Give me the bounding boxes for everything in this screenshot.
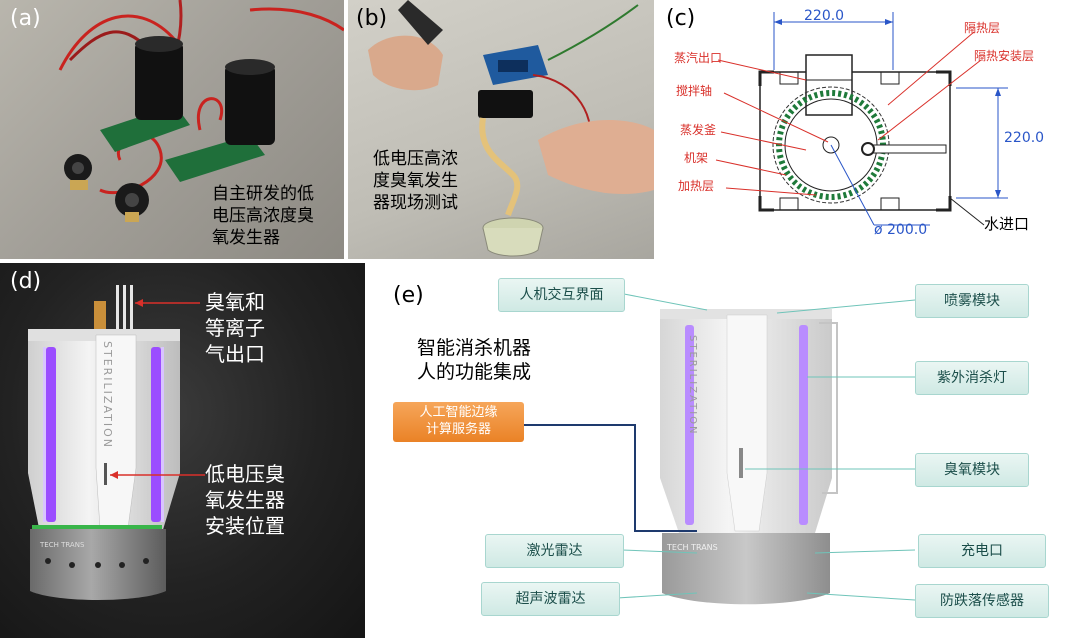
- label-insulation-mount-layer: 隔热安装层: [974, 49, 1035, 63]
- box-hmi: 人机交互界面: [498, 278, 625, 312]
- robot-function-diagram: [524, 293, 916, 605]
- device-brand-text: TECH TRANS: [667, 543, 718, 552]
- label-evaporator: 蒸发釜: [680, 123, 717, 137]
- ozone-generator-illustration: [58, 0, 344, 222]
- panel-d-render: STERILIZATION TECH TRANS (d) 臭氧和 等离子 气出口…: [0, 263, 365, 638]
- panel-a-caption-line: 电压高浓度臭: [212, 206, 314, 227]
- dimension-width: 220.0: [804, 8, 845, 24]
- device-brand-text: TECH TRANS: [40, 541, 85, 549]
- label-heating-layer: 加热层: [678, 179, 715, 193]
- panel-a-caption: 自主研发的低 电压高浓度臭 氧发生器: [212, 183, 314, 249]
- evaporator-technical-drawing: [715, 12, 1008, 226]
- box-spray-module: 喷雾模块: [915, 284, 1029, 318]
- robot-render-illustration: [28, 285, 205, 600]
- ai-edge-server-box: 人工智能边缘 计算服务器: [393, 402, 524, 442]
- panel-d-label: (d): [10, 269, 42, 294]
- box-ozone-module: 臭氧模块: [915, 453, 1029, 487]
- generator-caption-line: 低电压臭: [205, 462, 285, 486]
- outlet-caption: 臭氧和 等离子 气出口: [205, 289, 265, 367]
- box-charging-port: 充电口: [918, 534, 1046, 568]
- generator-caption-line: 氧发生器: [205, 488, 285, 512]
- label-frame: 机架: [684, 151, 709, 165]
- generator-caption: 低电压臭 氧发生器 安装位置: [205, 461, 285, 539]
- panel-b-caption-line: 度臭氧发生: [373, 171, 458, 192]
- label-steam-outlet: 蒸汽出口: [674, 51, 723, 65]
- label-insulation-layer: 隔热层: [964, 21, 1001, 35]
- panel-a-photo: (a) 自主研发的低 电压高浓度臭 氧发生器: [0, 0, 344, 259]
- box-anti-fall-sensor: 防跌落传感器: [915, 584, 1049, 618]
- panel-a-caption-line: 自主研发的低: [212, 184, 314, 204]
- panel-c-label: (c): [666, 6, 696, 31]
- device-vertical-text: STERILIZATION: [101, 341, 114, 449]
- ai-box-line: 计算服务器: [425, 422, 491, 437]
- box-uv-lamp: 紫外消杀灯: [915, 361, 1029, 395]
- panel-b-caption-line: 低电压高浓: [373, 149, 458, 169]
- outlet-caption-line: 臭氧和: [205, 290, 265, 314]
- label-stirring-shaft: 搅拌轴: [676, 84, 713, 98]
- device-vertical-text: STERILIZATION: [687, 335, 698, 436]
- panel-b-label: (b): [356, 6, 388, 31]
- generator-caption-line: 安装位置: [205, 514, 285, 538]
- panel-e-title-line: 智能消杀机器: [417, 337, 532, 359]
- panel-c-drawing: (c) 220.0 220.0 ø 200.0 蒸汽出口 搅拌轴 蒸发釜 机架 …: [656, 0, 1069, 259]
- box-ultrasonic-radar: 超声波雷达: [481, 582, 620, 616]
- panel-e-title-line: 人的功能集成: [417, 360, 532, 383]
- label-water-inlet: 水进口: [984, 215, 1030, 233]
- box-lidar: 激光雷达: [485, 534, 624, 568]
- panel-b-caption: 低电压高浓 度臭氧发生 器现场测试: [373, 148, 458, 214]
- panel-a-label: (a): [10, 6, 41, 31]
- dimension-height: 220.0: [1004, 130, 1045, 146]
- panel-a-caption-line: 氧发生器: [212, 228, 280, 249]
- panel-e-label: (e): [393, 283, 424, 308]
- panel-e-diagram: STERILIZATION TECH TRANS (e) 智能消杀机器 人的功能…: [367, 263, 1069, 638]
- outlet-caption-line: 等离子: [205, 316, 265, 340]
- dimension-diameter: ø 200.0: [874, 222, 928, 238]
- panel-b-caption-line: 器现场测试: [373, 193, 458, 214]
- ai-box-line: 人工智能边缘: [419, 405, 498, 420]
- panel-e-title: 智能消杀机器 人的功能集成: [417, 337, 531, 385]
- outlet-caption-line: 气出口: [205, 342, 265, 366]
- field-test-illustration: [368, 0, 654, 257]
- panel-b-photo: (b) 低电压高浓 度臭氧发生 器现场测试: [348, 0, 654, 259]
